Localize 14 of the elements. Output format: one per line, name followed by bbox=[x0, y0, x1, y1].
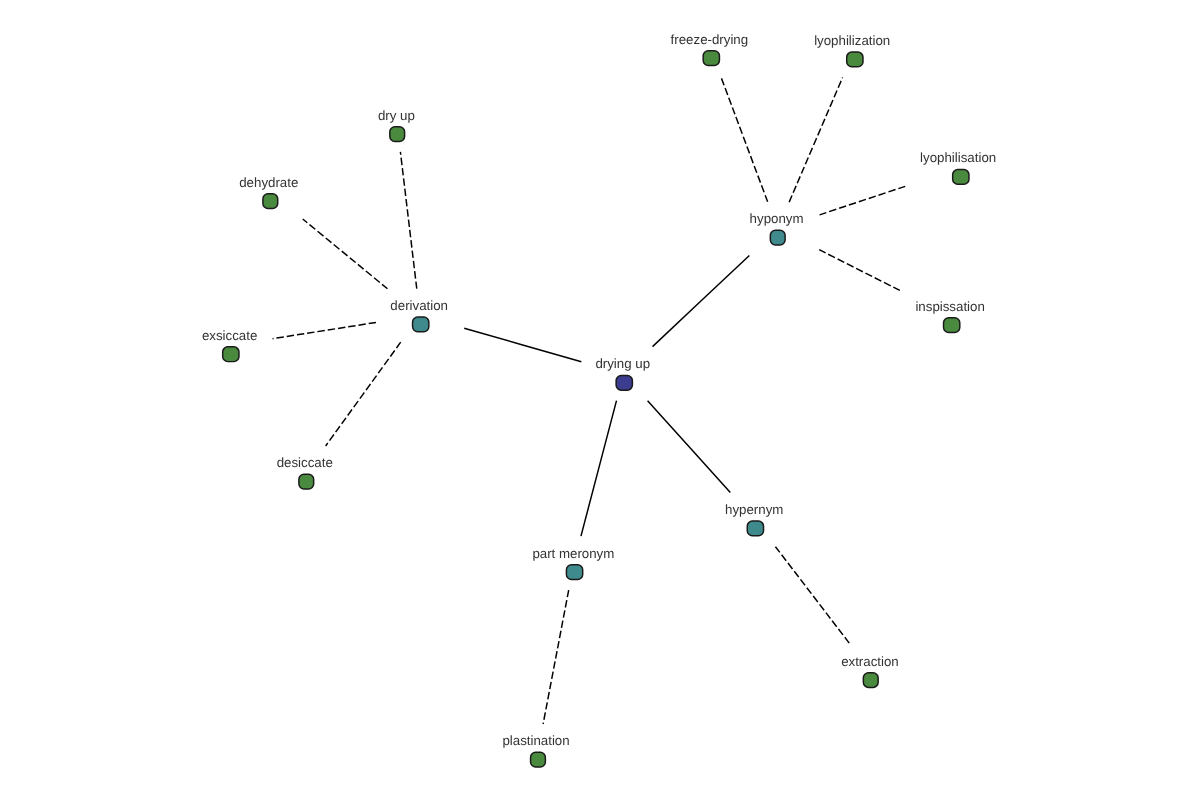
connector bbox=[300, 218, 388, 290]
connector bbox=[650, 254, 750, 348]
connector bbox=[270, 321, 376, 340]
connector bbox=[645, 399, 731, 494]
connector bbox=[398, 151, 417, 290]
connector bbox=[773, 545, 850, 646]
connector bbox=[462, 327, 582, 363]
connector bbox=[541, 589, 569, 725]
connector bbox=[817, 185, 906, 216]
connector bbox=[323, 341, 401, 447]
connector bbox=[817, 248, 901, 292]
connector bbox=[718, 75, 768, 203]
connector bbox=[579, 399, 617, 537]
connector bbox=[787, 76, 843, 203]
